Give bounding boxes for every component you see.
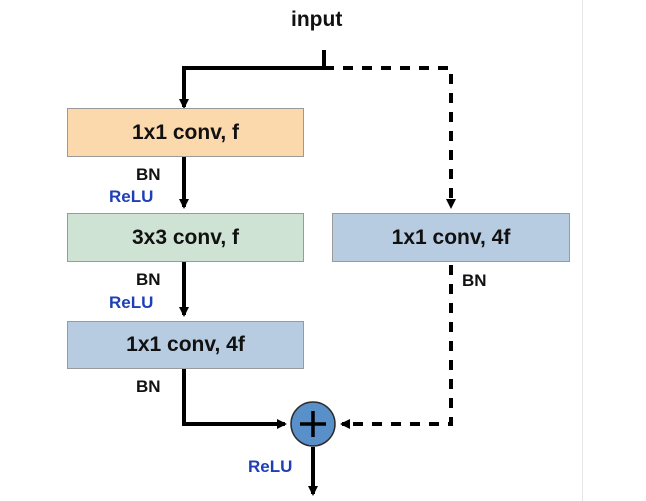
conv2-bn-label: BN: [136, 270, 161, 289]
shortcut-conv-box: 1x1 conv, 4f: [332, 213, 570, 262]
conv1-label: 1x1 conv, f: [132, 120, 239, 144]
conv3-box: 1x1 conv, 4f: [67, 321, 304, 369]
conv1-relu-label: ReLU: [109, 187, 154, 206]
conv3-bn-label: BN: [136, 377, 161, 396]
input-to-conv1-arrow: [179, 50, 326, 109]
right-border: [582, 0, 583, 501]
conv1-box: 1x1 conv, f: [67, 108, 304, 157]
shortcut-to-conv-arrow: [324, 66, 456, 209]
conv2-label: 3x3 conv, f: [132, 225, 239, 249]
conv2-relu-label: ReLU: [109, 293, 154, 312]
conv3-to-add-arrow: [182, 369, 287, 429]
conv3-label: 1x1 conv, 4f: [126, 333, 245, 356]
shortcut-conv-label: 1x1 conv, 4f: [391, 225, 511, 249]
output-relu-label: ReLU: [248, 457, 293, 476]
shortcut-to-add-arrow: [340, 265, 453, 429]
conv1-bn-label: BN: [136, 165, 161, 184]
addition-node: [290, 401, 336, 447]
input-label: input: [291, 8, 343, 31]
conv2-box: 3x3 conv, f: [67, 213, 304, 262]
shortcut-bn-label: BN: [462, 271, 487, 290]
